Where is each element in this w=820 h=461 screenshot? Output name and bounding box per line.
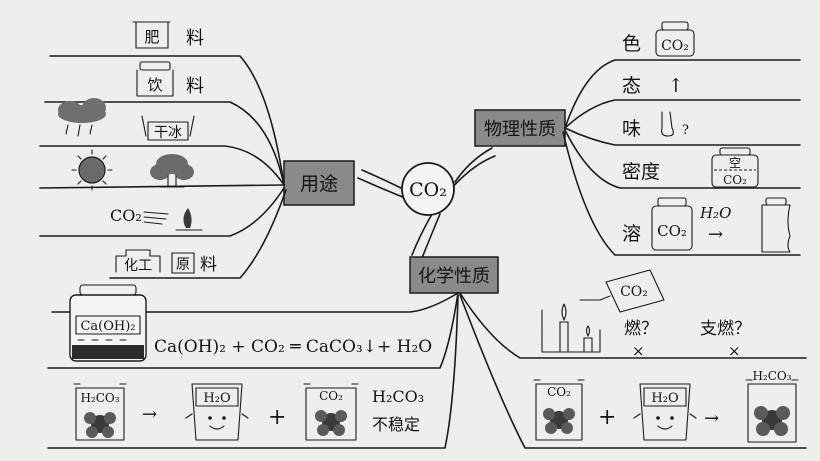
- physical-branch: 物理性质 色 CO₂ 态 ↑ 味 ? 密度 空 CO₂ 溶: [474, 21, 801, 256]
- nose-icon: [661, 111, 674, 137]
- odor-label: 味: [622, 118, 641, 140]
- dissolve-arrow-icon: →: [708, 224, 723, 245]
- svg-text:化工: 化工: [124, 258, 152, 274]
- svg-text:空: 空: [729, 156, 741, 170]
- svg-text:H₂CO₃: H₂CO₃: [752, 369, 791, 383]
- uses-branch: 用途 肥 料 饮 料 干冰: [39, 21, 355, 279]
- odor-question: ?: [682, 123, 689, 138]
- state-label: 态: [622, 75, 641, 97]
- center-node: CO₂: [357, 147, 496, 259]
- solubility-label: 溶: [622, 223, 641, 245]
- svg-text:肥: 肥: [144, 28, 159, 46]
- svg-text:H₂O: H₂O: [651, 391, 678, 406]
- fertilizer-label: 料: [186, 28, 204, 49]
- unstable-note: 不稳定: [372, 415, 420, 434]
- physical-line-2: [564, 99, 801, 129]
- uses-label-box: [283, 160, 355, 206]
- supports-combustion-question: 支燃？: [700, 319, 751, 339]
- svg-text:饮: 饮: [147, 76, 162, 94]
- svg-text:CO₂: CO₂: [547, 385, 571, 399]
- deformed-bottle-icon: [761, 197, 791, 253]
- co2-bubble-icon: CO₂: [599, 269, 665, 313]
- center-label: CO₂: [409, 179, 447, 201]
- uses-line-1: [49, 55, 285, 186]
- water-label: H₂O: [699, 204, 731, 222]
- chemical-line-2: [47, 292, 459, 369]
- uses-line-6: [109, 189, 287, 279]
- rain-cloud-icon: [58, 98, 106, 137]
- physical-line-5: [562, 131, 801, 256]
- svg-text:CO₂: CO₂: [620, 284, 648, 300]
- chemical-raw-material: 化工 原 料: [115, 249, 217, 275]
- carbonic-acid-formula: H₂CO₃: [372, 387, 424, 406]
- svg-text:原: 原: [176, 257, 190, 273]
- physical-label: 物理性质: [484, 119, 556, 140]
- svg-text:H₂CO₃: H₂CO₃: [80, 391, 119, 405]
- carbonic-acid-product-jar-icon: H₂CO₃: [745, 369, 799, 443]
- center-circle: [401, 162, 455, 216]
- water-cup-icon: H₂O: [185, 383, 249, 441]
- gas-arrow-icon: ↑: [668, 75, 684, 97]
- chemical-line-1: [51, 292, 459, 313]
- no-mark-1: ×: [632, 342, 645, 360]
- chemical-line-3: [47, 294, 459, 449]
- sun-icon: [71, 149, 113, 191]
- svg-text:CO₂: CO₂: [723, 173, 747, 187]
- co2-extinguish-label: CO₂: [110, 206, 142, 225]
- carbonic-acid-jar-icon: H₂CO₃: [73, 383, 127, 441]
- uses-line-2: [44, 101, 285, 186]
- colorless-jar-icon: CO₂: [655, 21, 695, 57]
- chemical-label-box: [409, 256, 499, 294]
- svg-text:料: 料: [200, 255, 217, 275]
- co2-gas-jar-icon: CO₂: [303, 383, 359, 441]
- physical-line-3: [564, 127, 801, 146]
- density-jar-icon: 空 CO₂: [711, 147, 759, 188]
- svg-text:干冰: 干冰: [154, 125, 182, 141]
- chemical-label: 化学性质: [418, 266, 490, 287]
- uses-label: 用途: [300, 173, 338, 195]
- water-cup-icon-2: H₂O: [633, 383, 697, 441]
- svg-text:Ca(OH)₂: Ca(OH)₂: [80, 319, 135, 334]
- candle-experiment-icon: [541, 299, 601, 353]
- chemical-branch: 化学性质 Ca(OH)₂ Ca(OH)₂ + CO₂ ═ CaCO₃↓+ H₂O…: [47, 256, 807, 449]
- physical-line-4: [564, 129, 801, 189]
- dry-ice-icon: 干冰: [141, 115, 195, 141]
- beverage-jar-icon: 饮: [136, 61, 174, 97]
- beverage-label: 料: [186, 76, 204, 97]
- svg-text:CO₂: CO₂: [661, 38, 689, 54]
- density-label: 密度: [622, 161, 660, 183]
- combine-arrow-icon: →: [704, 408, 719, 429]
- chemical-line-5: [459, 294, 807, 449]
- gas-flow-icon: [143, 211, 169, 225]
- physical-line-1: [564, 59, 801, 129]
- svg-text:H₂O: H₂O: [203, 391, 230, 406]
- flame-icon: [183, 208, 192, 228]
- fertilizer-jar-icon: 肥: [132, 21, 171, 49]
- svg-text:CO₂: CO₂: [319, 389, 343, 403]
- co2-bottle-icon: CO₂: [651, 197, 693, 251]
- svg-text:CO₂: CO₂: [657, 222, 687, 240]
- uses-line-5: [39, 187, 285, 237]
- plus-sign: +: [268, 405, 286, 430]
- uses-line-3: [39, 145, 285, 186]
- chemical-line-4: [459, 292, 807, 359]
- limewater-jar-icon: Ca(OH)₂: [69, 284, 147, 362]
- limewater-equation: Ca(OH)₂ + CO₂ ═ CaCO₃↓+ H₂O: [154, 337, 432, 357]
- tree-icon: [150, 154, 194, 188]
- combustible-question: 燃？: [624, 319, 658, 339]
- plus-sign-2: +: [598, 405, 616, 430]
- co2-reactant-jar-icon: CO₂: [533, 379, 585, 441]
- color-label: 色: [622, 33, 641, 55]
- decompose-arrow-icon: →: [142, 404, 157, 425]
- no-mark-2: ×: [728, 342, 741, 360]
